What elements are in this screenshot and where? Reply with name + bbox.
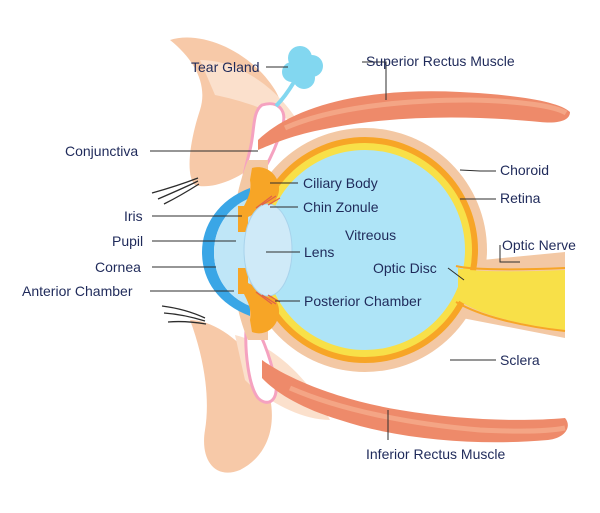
label-vitreous: Vitreous	[345, 227, 396, 243]
label-lens: Lens	[304, 244, 334, 260]
superior-rectus-muscle	[258, 91, 570, 150]
iris-lower	[238, 268, 248, 294]
superior-rectus-stripe	[283, 97, 568, 131]
labels: Tear Gland Superior Rectus Muscle Conjun…	[22, 53, 576, 462]
label-sclera: Sclera	[500, 352, 540, 368]
label-conjunctiva: Conjunctiva	[65, 143, 138, 159]
lower-eyelashes	[161, 305, 207, 325]
label-anterior-chamber: Anterior Chamber	[22, 283, 133, 299]
label-posterior-chamber: Posterior Chamber	[304, 293, 422, 309]
upper-eyelashes	[151, 177, 200, 205]
optic-nerve-orange-edge	[455, 265, 566, 271]
leader-lines	[150, 61, 520, 440]
iris-upper	[238, 206, 248, 232]
vitreous-body	[265, 150, 465, 350]
label-pupil: Pupil	[112, 233, 143, 249]
label-cornea: Cornea	[95, 259, 141, 275]
label-inferior-rectus-muscle: Inferior Rectus Muscle	[366, 446, 505, 462]
label-ciliary-body: Ciliary Body	[303, 175, 378, 191]
tear-gland	[274, 46, 323, 108]
label-tear-gland: Tear Gland	[191, 59, 259, 75]
chin-zonule-upper	[255, 195, 281, 209]
inferior-rectus-muscle	[262, 360, 568, 443]
optic-nerve	[458, 268, 565, 330]
label-iris: Iris	[124, 208, 143, 224]
label-choroid: Choroid	[500, 162, 549, 178]
label-optic-disc: Optic Disc	[373, 260, 437, 276]
label-retina: Retina	[500, 190, 541, 206]
label-optic-nerve: Optic Nerve	[502, 237, 576, 253]
label-chin-zonule: Chin Zonule	[303, 199, 379, 215]
lens	[243, 203, 293, 297]
inferior-rectus-stripe	[288, 385, 566, 434]
optic-nerve-orange-edge-lower	[455, 301, 566, 332]
cornea	[202, 188, 250, 316]
label-superior-rectus-muscle: Superior Rectus Muscle	[366, 53, 515, 69]
